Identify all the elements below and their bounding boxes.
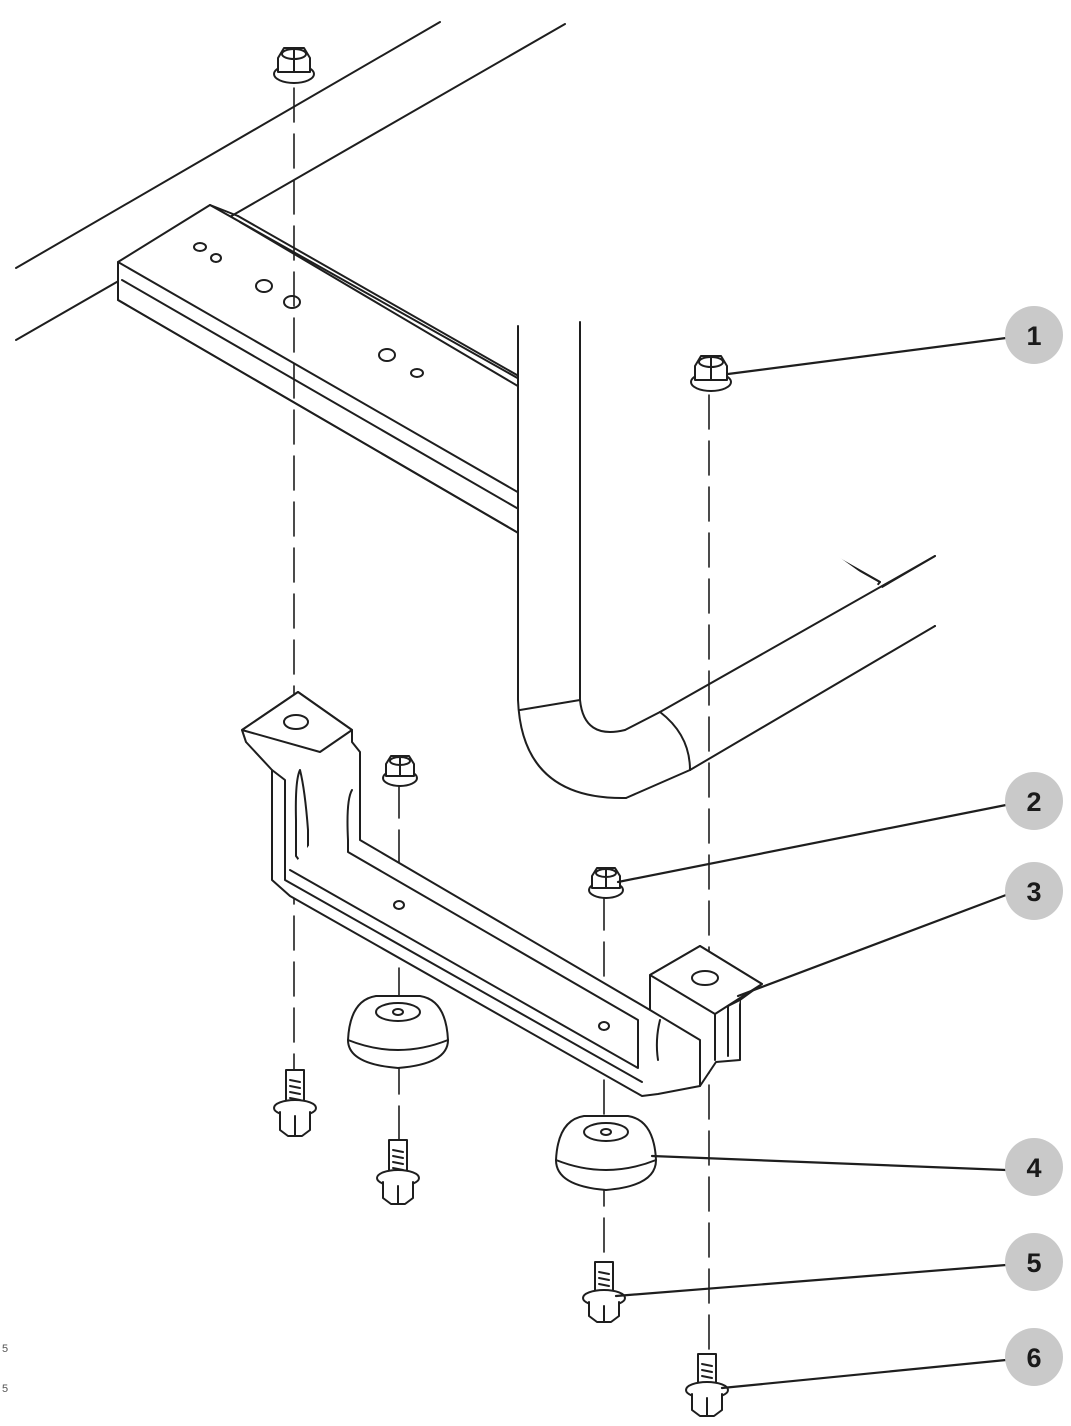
callout-1: 1 xyxy=(1005,306,1063,364)
svg-text:1: 1 xyxy=(1026,321,1041,351)
flange-nut-top-left xyxy=(273,47,315,84)
callout-3: 3 xyxy=(1005,862,1063,920)
assembly-axis-lines xyxy=(293,87,710,1351)
svg-text:6: 6 xyxy=(1026,1343,1041,1373)
svg-text:5: 5 xyxy=(1026,1248,1041,1278)
callout-6: 6 xyxy=(1005,1328,1063,1386)
edge-mark-top: 5 xyxy=(2,1343,8,1355)
frame-rail xyxy=(15,21,566,341)
callout-2: 2 xyxy=(1005,772,1063,830)
edge-mark-bottom: 5 xyxy=(2,1383,8,1395)
flange-nut-bracket-right xyxy=(588,867,624,899)
tube-frame xyxy=(517,321,936,800)
flange-nut-top-right xyxy=(690,355,732,392)
rubber-isolator-left xyxy=(347,995,449,1069)
flange-bolt-left xyxy=(273,1069,317,1137)
svg-text:3: 3 xyxy=(1026,877,1041,907)
svg-text:2: 2 xyxy=(1026,787,1041,817)
leader-lines xyxy=(614,336,1008,1390)
svg-text:4: 4 xyxy=(1026,1153,1041,1183)
flange-bolt-center xyxy=(376,1139,420,1205)
flange-bolt-short xyxy=(582,1261,626,1323)
flange-bolt-long xyxy=(685,1353,729,1417)
callout-5: 5 xyxy=(1005,1233,1063,1291)
rubber-isolator-right xyxy=(555,1115,657,1191)
callout-4: 4 xyxy=(1005,1138,1063,1196)
mounting-bracket xyxy=(241,691,763,1097)
flange-nut-bracket-left xyxy=(382,755,418,787)
